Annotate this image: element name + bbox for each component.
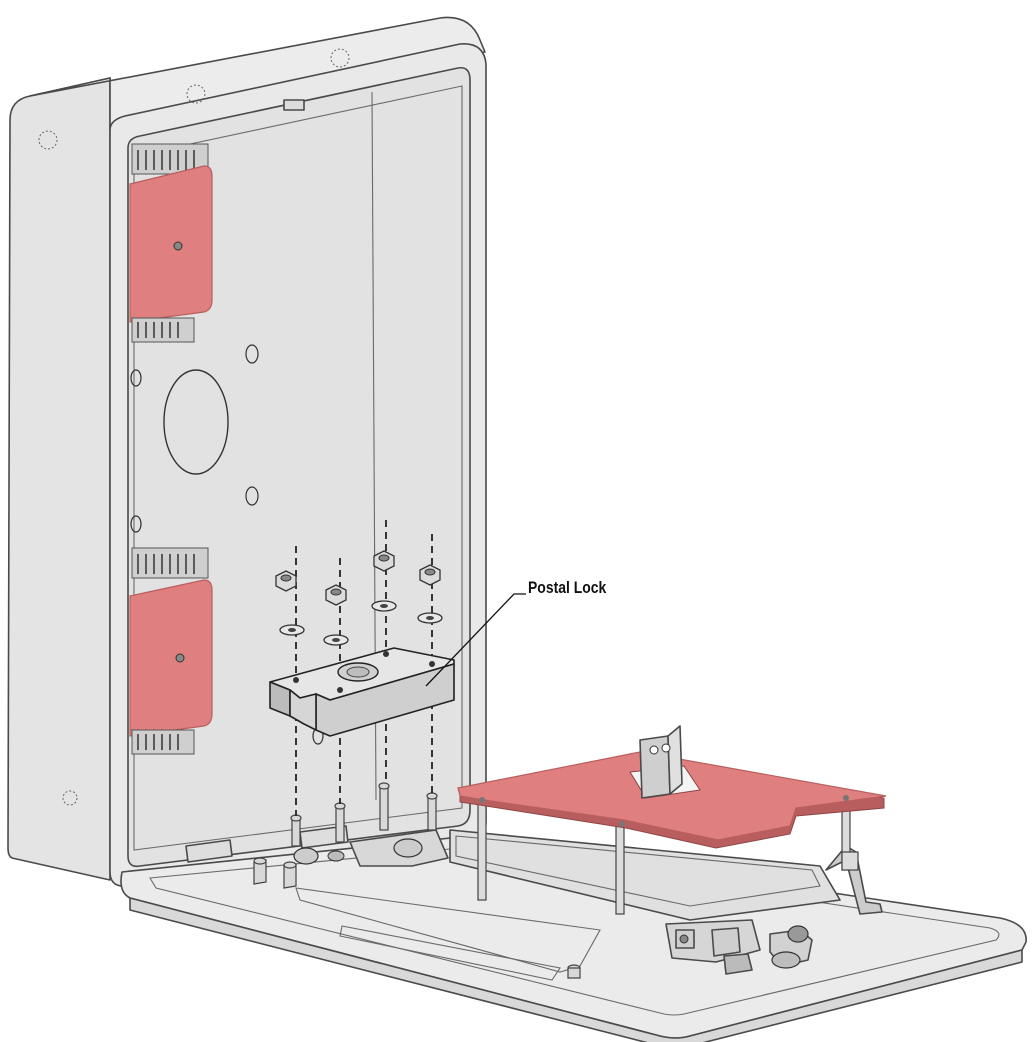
lock-hole — [293, 677, 299, 683]
washer-icon — [371, 600, 397, 612]
lock-tab — [289, 689, 317, 731]
door-slot — [339, 925, 561, 981]
lock-hole — [429, 661, 435, 667]
lower-pcb — [129, 579, 213, 737]
pcb-screw-icon — [173, 241, 183, 251]
lower-circuit-board — [129, 547, 213, 755]
mounting-hole-icon — [62, 790, 78, 806]
hex-nut-icon — [419, 564, 441, 586]
postal-lock-label: Postal Lock — [528, 578, 607, 597]
mounting-studs — [290, 782, 438, 847]
door-panel — [120, 825, 1027, 1042]
postal-lock-leader-line — [425, 593, 526, 687]
latch-assembly — [665, 845, 883, 975]
lock-hole — [337, 687, 343, 693]
screw-hole — [130, 515, 142, 533]
hex-nuts — [275, 550, 441, 606]
housing-side-wall — [7, 77, 111, 881]
upper-circuit-board — [129, 143, 213, 343]
pcb-screw-icon — [175, 653, 185, 663]
upper-pcb — [129, 165, 213, 323]
hex-nut-icon — [325, 584, 347, 606]
mounting-hole-icon — [186, 84, 206, 104]
upright-housing — [7, 16, 487, 888]
lock-hole — [383, 651, 389, 657]
door-module-top — [455, 835, 821, 907]
postal-lock-body — [269, 647, 455, 737]
mounting-hole-icon — [330, 48, 350, 68]
washer-icon — [323, 634, 349, 646]
mounting-hole-icon — [38, 130, 58, 150]
door-pcb — [457, 751, 887, 841]
hex-nut-icon — [373, 550, 395, 572]
door-standoffs — [253, 857, 581, 979]
washers — [279, 600, 443, 646]
hinge-plate — [185, 839, 233, 863]
cable-entry-hole — [163, 369, 229, 475]
screw-hole — [245, 486, 259, 506]
washer-icon — [417, 612, 443, 624]
hex-nut-icon — [275, 570, 297, 592]
washer-icon — [279, 624, 305, 636]
screw-hole — [130, 369, 142, 387]
door-inner-tray — [149, 847, 1000, 1016]
lock-mechanism-base — [293, 829, 449, 867]
door-circuit-board — [457, 725, 887, 849]
screw-hole — [245, 344, 259, 364]
housing-top-clip — [283, 99, 305, 111]
door-edge — [129, 897, 1023, 1042]
